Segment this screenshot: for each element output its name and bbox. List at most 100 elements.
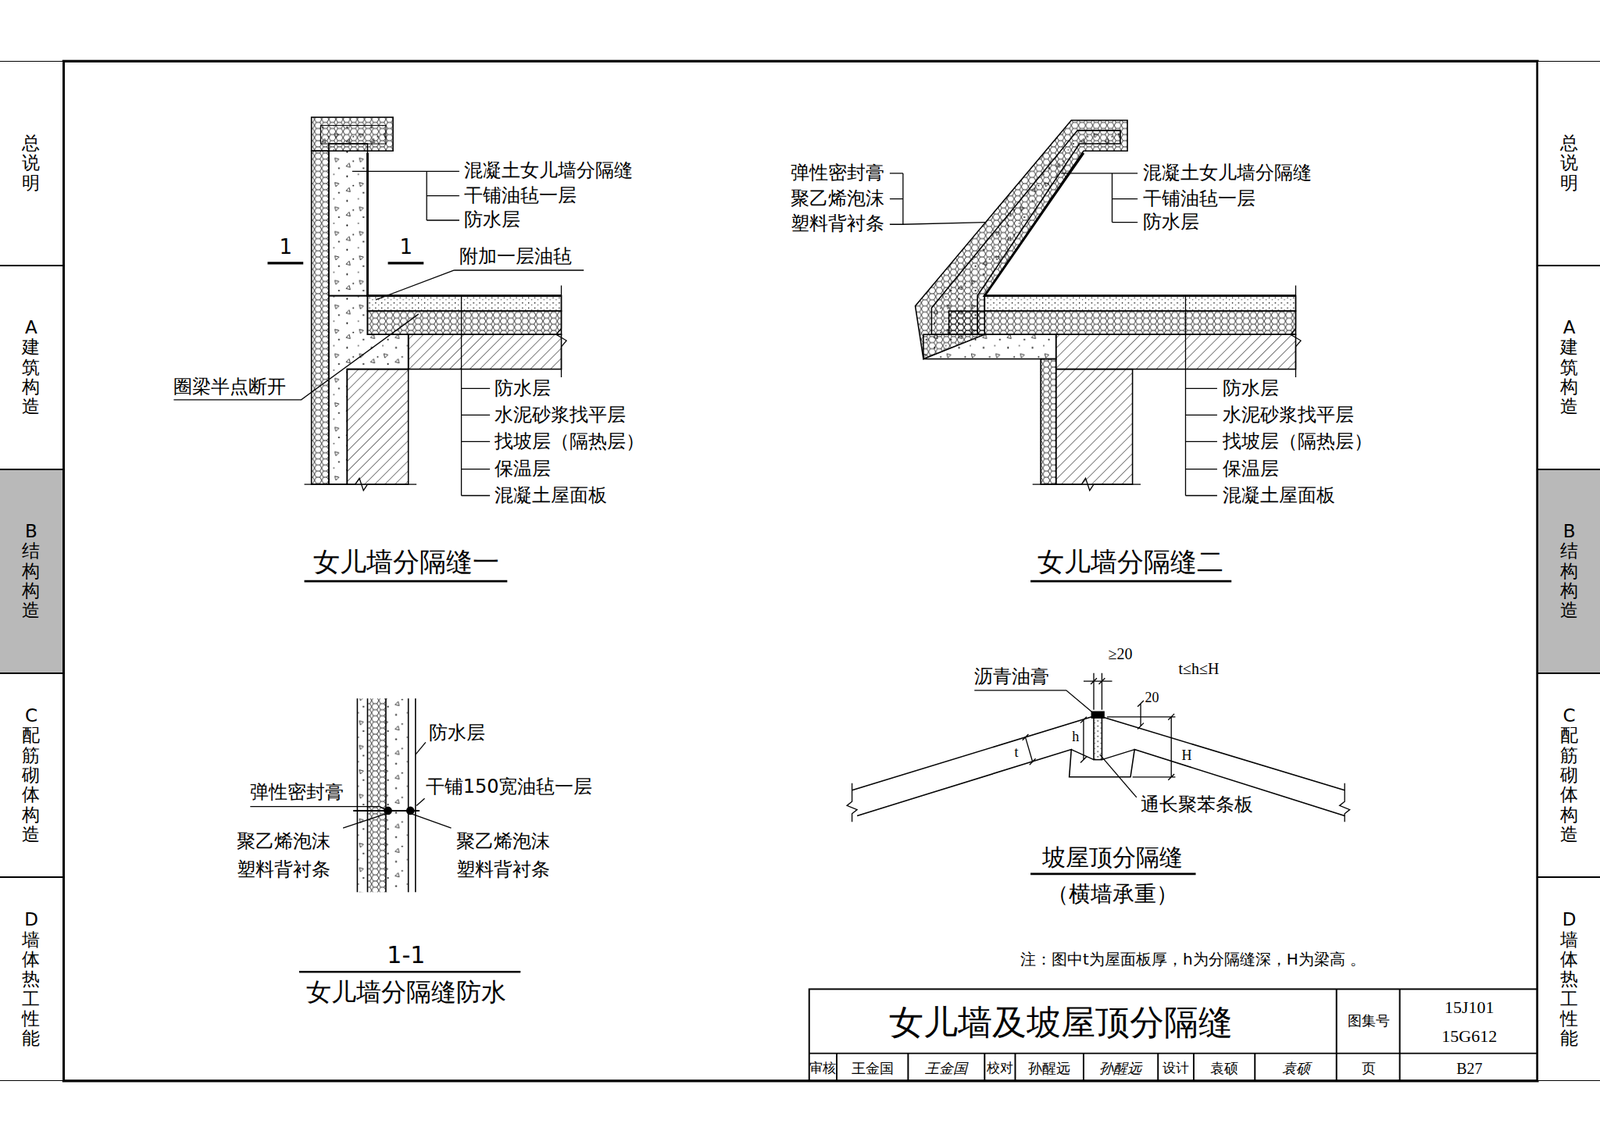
annotation-label: 王金国 (851, 1060, 894, 1077)
tab-label: 总说明 (1560, 133, 1579, 193)
label-text: 干铺油毡一层 (464, 184, 577, 207)
parapet-joint-one (173, 117, 584, 582)
section-one-one-part (407, 807, 415, 815)
label-text: 保温层 (494, 457, 551, 480)
slope-roof-joint-part (1083, 673, 1113, 711)
label-text: 沥青油膏 (974, 665, 1050, 688)
slope-roof-joint-part (1022, 734, 1036, 765)
slope-roof-joint-part (974, 690, 1092, 712)
parapet-joint-two-part (1032, 478, 1141, 491)
sheet-frame (63, 60, 1538, 1082)
label-text: 塑料背衬条 (236, 858, 331, 881)
parapet-joint-two-part (1056, 369, 1133, 486)
tab-label: C配筋砌体构造 (21, 706, 40, 845)
label-text: 弹性密封膏 (250, 781, 344, 804)
label-text: H (1182, 746, 1193, 763)
label-text: 孙醒远 (1099, 1060, 1142, 1076)
section-tab: A建筑构造 (0, 265, 64, 470)
annotation-label: 干铺油毡一层 (1142, 188, 1256, 211)
parapet-joint-one-part (346, 369, 408, 486)
label-text: 审核 (809, 1060, 836, 1076)
label-text: 防水层 (1222, 377, 1279, 400)
annotation-label: 防水层 (494, 378, 551, 400)
title-block-part (809, 989, 1538, 1082)
annotation-label: 孙醒远 (1028, 1060, 1071, 1077)
label-text: 图集号 (1347, 1012, 1390, 1029)
section-one-one-part (299, 971, 521, 974)
annotation-label: ≥20 (1107, 645, 1133, 664)
annotation-label: 干铺150宽油毡一层 (425, 777, 593, 800)
parapet-joint-two-part (1060, 173, 1138, 223)
annotation-label: 女儿墙分隔缝一 (313, 546, 500, 578)
parapet-joint-one-part (367, 310, 561, 335)
annotation-label: 聚乙烯泡沫 (456, 831, 550, 854)
section-one-one-part (416, 798, 425, 806)
label-text: 找坡层（隔热层） (494, 430, 645, 453)
annotation-label: 塑料背衬条 (236, 859, 331, 882)
annotation-label: 袁硕 (1282, 1060, 1311, 1077)
tab-label: A建筑构造 (1560, 317, 1579, 417)
label-text: 通长聚苯条板 (1140, 793, 1254, 816)
label-text: 20 (1144, 689, 1159, 706)
parapet-joint-two-part (949, 310, 1297, 335)
slope-roof-joint-part (1030, 873, 1197, 876)
label-text: B27 (1456, 1059, 1483, 1077)
label-text: 水泥砂浆找平层 (1222, 403, 1354, 426)
label-text: 混凝土女儿墙分隔缝 (464, 160, 633, 183)
label-text: 王金国 (925, 1060, 968, 1076)
annotation-label: 水泥砂浆找平层 (1222, 404, 1354, 427)
label-text: 混凝土屋面板 (1222, 484, 1336, 507)
tab-label: A建筑构造 (21, 317, 40, 417)
annotation-label: 注：图中t为屋面板厚，h为分隔缝深，H为梁高 。 (1020, 950, 1366, 968)
label-text: 混凝土女儿墙分隔缝 (1142, 161, 1312, 184)
section-one-one-part (250, 807, 387, 811)
label-text: 塑料背衬条 (456, 858, 550, 881)
slope-roof-joint-part (1091, 711, 1104, 718)
section-one-one-part (415, 742, 426, 755)
parapet-joint-two-part (984, 296, 1296, 312)
label-text: 弹性密封膏 (790, 161, 885, 184)
annotation-label: 图集号 (1347, 1013, 1390, 1030)
annotation-label: 防水层 (428, 722, 486, 745)
label-text: 1 (400, 235, 414, 259)
label-text: 坡屋顶分隔缝 (1042, 843, 1183, 872)
label-text: 设计 (1162, 1060, 1190, 1076)
label-text: 干铺油毡一层 (1142, 187, 1256, 210)
label-text: 校对 (986, 1060, 1014, 1076)
tab-label: B结构构造 (1560, 521, 1579, 621)
label-text: h (1071, 728, 1079, 745)
annotation-label: 塑料背衬条 (456, 859, 550, 882)
annotation-label: 防水层 (1222, 378, 1279, 400)
annotation-label: 袁硕 (1210, 1060, 1239, 1077)
label-text: 圈梁半点断开 (173, 376, 286, 399)
annotation-label: 审核 (809, 1060, 836, 1077)
section-tab: A建筑构造 (1537, 265, 1600, 470)
label-text: 聚乙烯泡沫 (236, 830, 331, 853)
annotation-label: 1 (278, 235, 293, 260)
label-text: 女儿墙分隔缝一 (313, 546, 500, 578)
tab-label: D墙体热工性能 (1560, 910, 1579, 1049)
annotation-label: 女儿墙分隔缝二 (1037, 546, 1224, 578)
parapet-joint-two-part (1030, 580, 1232, 583)
label-text: 女儿墙分隔缝防水 (306, 976, 507, 1007)
label-text: 袁硕 (1210, 1059, 1239, 1076)
label-text: 袁硕 (1282, 1060, 1311, 1076)
annotation-label: 圈梁半点断开 (173, 377, 286, 400)
annotation-label: 设计 (1162, 1060, 1190, 1077)
annotation-label: 保温层 (494, 458, 551, 481)
annotation-label: 弹性密封膏 (250, 782, 344, 804)
parapet-joint-two-part (1185, 296, 1218, 497)
annotation-label: 沥青油膏 (974, 666, 1050, 689)
parapet-joint-one-part (311, 150, 329, 485)
section-tab: B结构构造 (1537, 469, 1600, 674)
slope-roof-joint-part (1137, 700, 1144, 730)
annotation-label: 保温层 (1222, 458, 1279, 481)
label-text: 女儿墙分隔缝二 (1037, 546, 1224, 578)
section-tab: C配筋砌体构造 (1537, 673, 1600, 878)
annotation-label: 找坡层（隔热层） (494, 431, 645, 454)
parapet-joint-one-part (328, 143, 368, 297)
slope-roof-joint-part (1339, 783, 1350, 823)
label-text: 15J101 (1444, 998, 1495, 1018)
section-tab: 总说明 (1537, 60, 1600, 265)
